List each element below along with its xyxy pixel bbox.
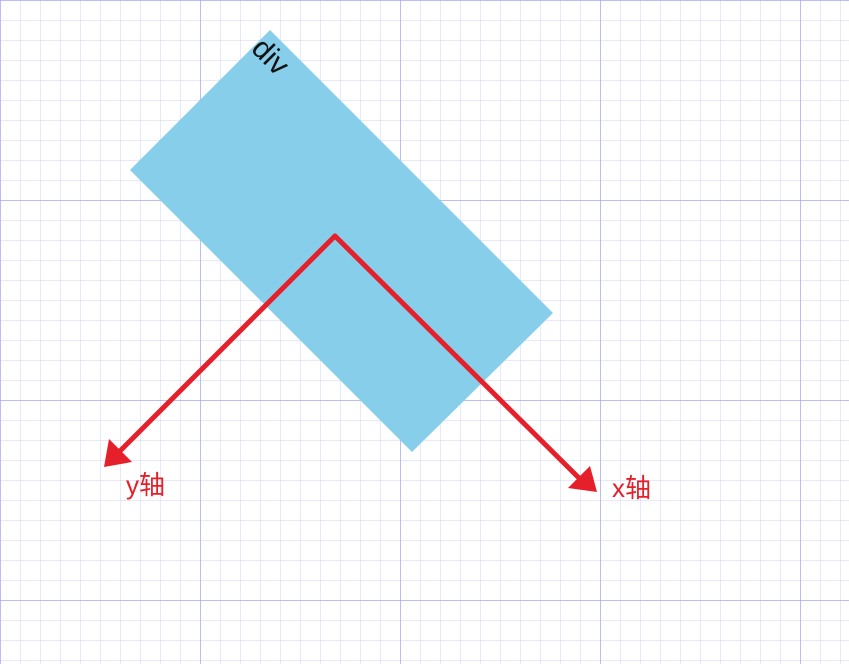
y-axis-label: y轴 — [126, 470, 165, 500]
x-axis-line — [332, 233, 585, 484]
x-axis-arrowhead — [568, 466, 597, 492]
y-axis-line — [114, 233, 338, 457]
x-axis-label: x轴 — [612, 473, 651, 503]
y-axis-arrowhead — [104, 439, 132, 467]
axes — [104, 233, 597, 492]
